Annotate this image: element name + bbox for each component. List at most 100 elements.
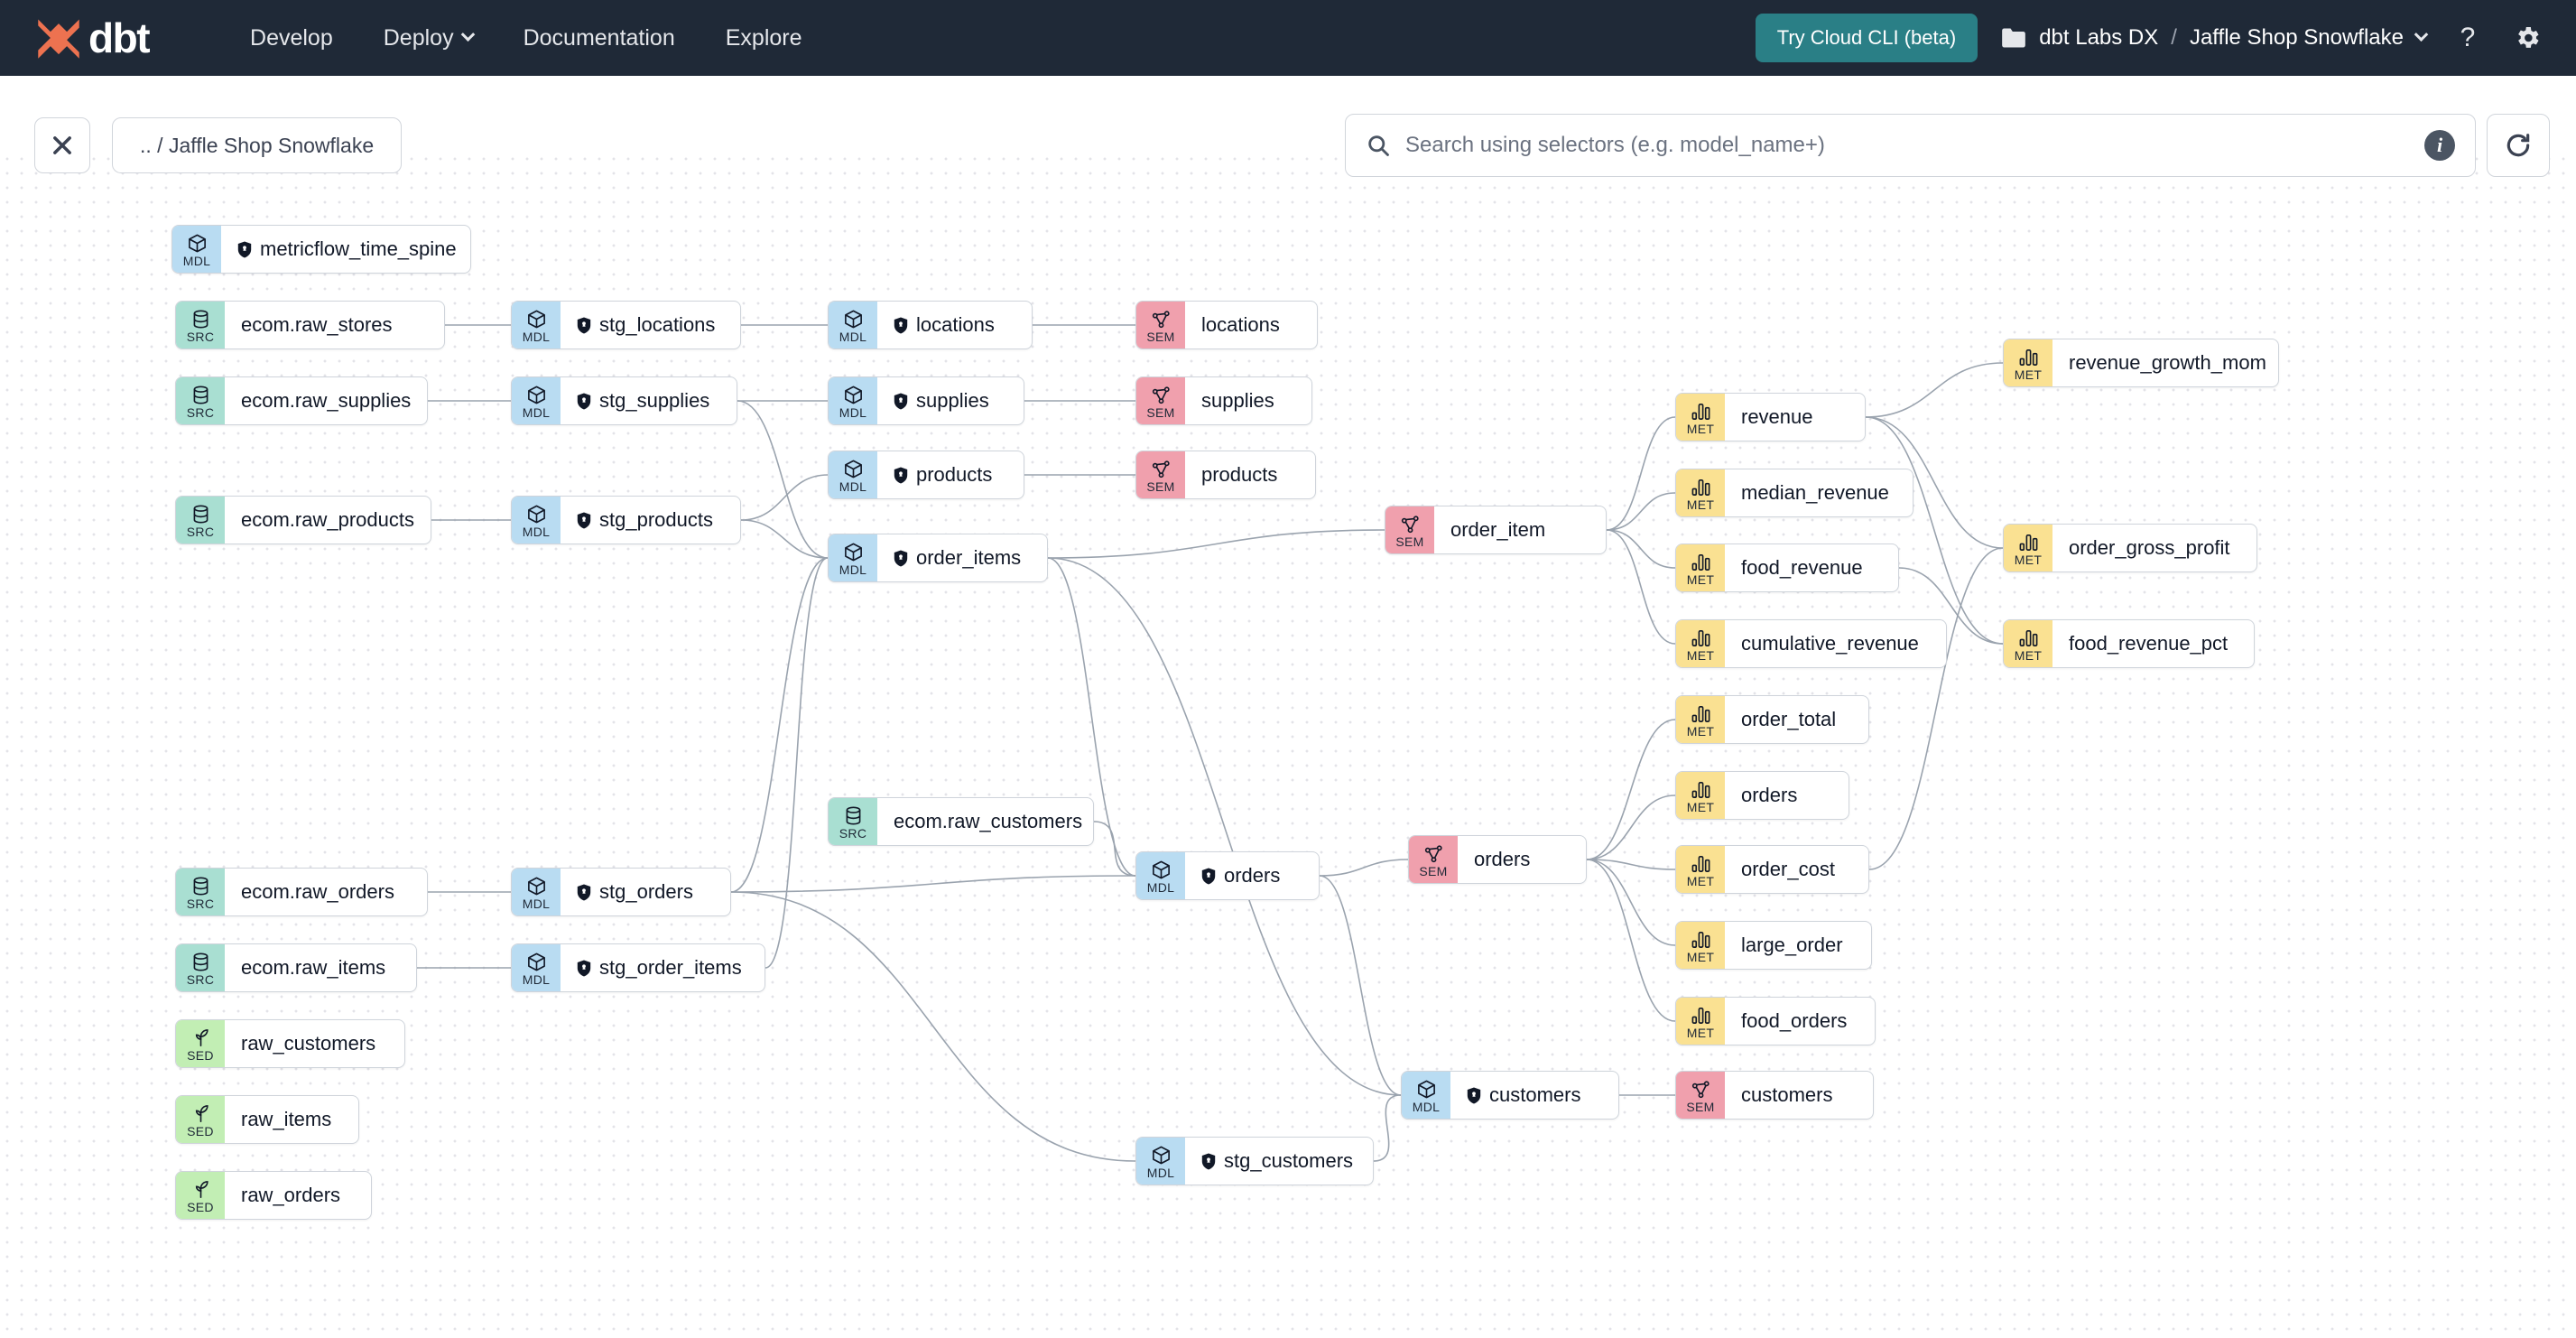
refresh-icon[interactable] xyxy=(2487,114,2550,177)
dbt-logo[interactable]: dbt xyxy=(32,15,151,60)
node-type-label: SED xyxy=(187,1047,214,1063)
try-cloud-cli-button[interactable]: Try Cloud CLI (beta) xyxy=(1755,14,1978,62)
lineage-node-sem_locations[interactable]: SEM locations xyxy=(1135,301,1318,349)
info-icon[interactable]: i xyxy=(2424,130,2455,161)
edge-stg_orders-to-mdl_order_items xyxy=(730,557,829,893)
edge-stg_products-to-mdl_order_items xyxy=(740,519,829,559)
nav-link-develop[interactable]: Develop xyxy=(225,16,358,60)
node-type-badge-mdl: MDL xyxy=(512,497,561,544)
cube-icon xyxy=(1151,1145,1172,1166)
node-label: locations xyxy=(916,313,995,336)
search-input[interactable]: Search using selectors (e.g. model_name+… xyxy=(1345,114,2476,177)
edge-sem_order_item-to-met_revenue xyxy=(1606,416,1676,531)
edge-mdl_order_items-to-sem_order_item xyxy=(1047,529,1385,559)
breadcrumb[interactable]: .. / Jaffle Shop Snowflake xyxy=(112,117,403,173)
node-type-label: MDL xyxy=(839,329,867,344)
node-body: customers xyxy=(1725,1072,1873,1119)
node-type-label: SRC xyxy=(839,825,867,841)
node-type-label: SEM xyxy=(1146,329,1175,344)
edge-sem_orders-to-met_large_order xyxy=(1586,859,1676,946)
node-label: order_items xyxy=(916,546,1022,569)
nav-right-group: Try Cloud CLI (beta) dbt Labs DX / Jaffl… xyxy=(1755,14,2545,62)
graph-icon xyxy=(1151,309,1172,330)
node-body: locations xyxy=(1185,302,1317,348)
graph-icon xyxy=(1691,1079,1711,1100)
sprout-icon xyxy=(190,1103,211,1124)
node-label: customers xyxy=(1489,1083,1581,1106)
edge-mdl_order_items-to-mdl_customers xyxy=(1047,557,1402,1096)
node-type-label: MDL xyxy=(839,404,867,420)
bar-chart-icon xyxy=(1691,1005,1711,1026)
close-icon[interactable] xyxy=(34,117,90,173)
node-type-label: MDL xyxy=(522,329,551,344)
cube-icon xyxy=(526,952,547,972)
model-shield-icon xyxy=(894,467,908,483)
project-chevron-down-icon[interactable] xyxy=(2414,26,2429,42)
node-label: food_orders xyxy=(1741,1009,1848,1032)
project-breadcrumb[interactable]: dbt Labs DX / Jaffle Shop Snowflake xyxy=(2001,25,2429,51)
node-type-label: SRC xyxy=(186,329,215,344)
node-body: median_revenue xyxy=(1725,469,1913,516)
cube-icon xyxy=(843,542,864,562)
gear-icon[interactable] xyxy=(2509,20,2545,56)
edge-stg_supplies-to-mdl_order_items xyxy=(737,400,829,559)
node-label: locations xyxy=(1201,313,1280,336)
node-body: revenue xyxy=(1725,394,1865,441)
node-type-badge-met: MET xyxy=(1676,846,1725,893)
lineage-node-mdl_locations[interactable]: MDL locations xyxy=(828,301,1033,349)
bar-chart-icon xyxy=(1691,627,1711,648)
help-icon[interactable]: ? xyxy=(2460,23,2476,52)
nav-link-documentation[interactable]: Documentation xyxy=(498,16,700,60)
database-icon xyxy=(190,504,211,525)
node-type-label: MDL xyxy=(839,479,867,494)
database-icon xyxy=(190,309,211,330)
node-type-badge-mdl: MDL xyxy=(1402,1072,1450,1119)
node-label: supplies xyxy=(1201,389,1274,412)
lineage-node-mdl_customers[interactable]: MDL customers xyxy=(1401,1071,1619,1120)
node-type-badge-met: MET xyxy=(1676,469,1725,516)
edge-met_revenue-to-met_revenue_growth_mom xyxy=(1865,362,2004,418)
nav-link-explore[interactable]: Explore xyxy=(700,16,828,60)
model-shield-icon xyxy=(1201,868,1216,884)
nav-link-deploy[interactable]: Deploy xyxy=(358,16,498,60)
node-type-badge-sem: SEM xyxy=(1136,451,1185,498)
